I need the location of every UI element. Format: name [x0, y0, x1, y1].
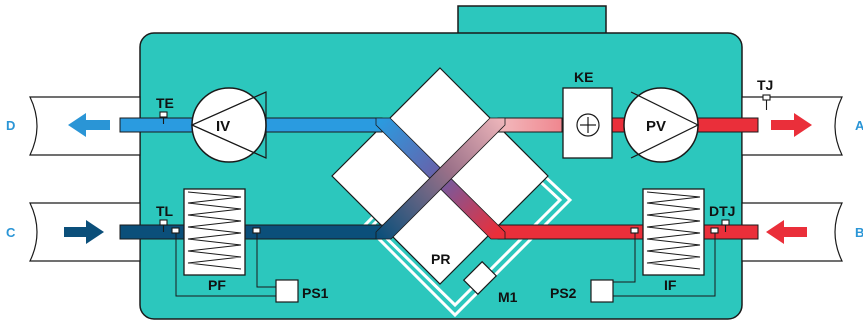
damper-motor-m1 — [462, 260, 498, 296]
airflow-arrow-icon — [64, 220, 104, 244]
electric-heater-ke — [562, 87, 613, 159]
label-if: IF — [664, 277, 677, 293]
airflow-arrow-icon — [771, 113, 812, 137]
temperature-sensor-icon — [762, 94, 771, 110]
supply-fan-pv — [623, 87, 700, 163]
port-label-b: B — [855, 225, 863, 240]
flow-diag-supply — [375, 117, 506, 240]
label-ps1: PS1 — [302, 285, 329, 301]
airflow-arrow-icon — [766, 220, 807, 244]
temperature-sensor-icon — [159, 219, 261, 234]
label-pr: PR — [431, 251, 450, 267]
label-tj: TJ — [757, 77, 773, 93]
label-ps2: PS2 — [550, 285, 577, 301]
top-connector-box — [457, 5, 607, 37]
label-m1: M1 — [498, 289, 518, 305]
label-tl: TL — [156, 203, 174, 219]
ps2-tubing — [613, 232, 716, 297]
filter-pf — [183, 188, 246, 276]
temperature-sensor-icon — [159, 111, 168, 124]
flow-bottom-right — [497, 224, 759, 240]
label-pv: PV — [646, 118, 666, 135]
airflow-arrow-icon — [68, 113, 110, 137]
flow-bottom-left — [119, 224, 383, 240]
arrow-extract-in — [766, 220, 807, 244]
label-ke: KE — [574, 69, 593, 85]
port-label-a: A — [855, 118, 863, 133]
arrow-exhaust-out — [68, 113, 110, 137]
ps1-tubing — [175, 232, 276, 297]
label-te: TE — [156, 95, 174, 111]
label-iv: IV — [216, 118, 230, 135]
filter-if — [642, 188, 705, 276]
pressure-switch-ps1 — [275, 279, 299, 303]
filter-zigzag-icon — [646, 191, 701, 270]
arrow-supply-out — [771, 113, 812, 137]
temperature-sensor-icon — [630, 219, 730, 234]
filter-zigzag-icon — [187, 191, 242, 270]
port-label-c: C — [6, 225, 16, 240]
port-label-d: D — [6, 118, 15, 133]
label-dtj: DTJ — [709, 203, 735, 219]
label-pf: PF — [208, 277, 226, 293]
arrow-outdoor-in — [64, 220, 104, 244]
pressure-switch-ps2 — [590, 279, 614, 303]
exhaust-fan-iv — [190, 87, 267, 163]
flow-top-right — [497, 117, 563, 133]
